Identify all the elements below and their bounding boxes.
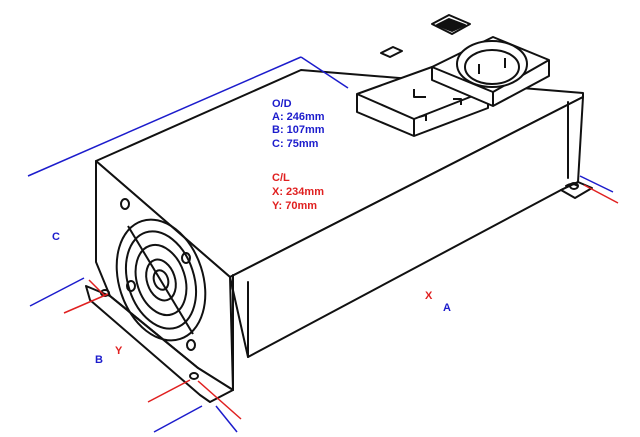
- mounting-hole-icon: [189, 372, 199, 380]
- axis-label-a: A: [443, 302, 451, 314]
- schuko-socket-icon: [431, 36, 550, 107]
- power-switch-icon: [431, 14, 471, 35]
- led-indicator-icon: [380, 46, 403, 58]
- dimension-a-label: A: 246mm: [272, 111, 325, 123]
- dimension-b-label: B: 107mm: [272, 124, 325, 136]
- dimension-c-label: C: 75mm: [272, 138, 319, 150]
- fan-grille-icon: [115, 198, 207, 351]
- axis-label-c: C: [52, 231, 60, 243]
- mounting-hole-icon: [569, 182, 579, 190]
- centre-line-y-label: Y: 70mm: [272, 200, 318, 212]
- axis-label-y: Y: [115, 345, 123, 357]
- centre-line-heading: C/L: [272, 172, 290, 184]
- centre-line-x-label: X: 234mm: [272, 186, 324, 198]
- axis-label-b: B: [95, 354, 103, 366]
- axis-label-x: X: [425, 290, 433, 302]
- outer-dimensions-heading: O/D: [272, 98, 292, 110]
